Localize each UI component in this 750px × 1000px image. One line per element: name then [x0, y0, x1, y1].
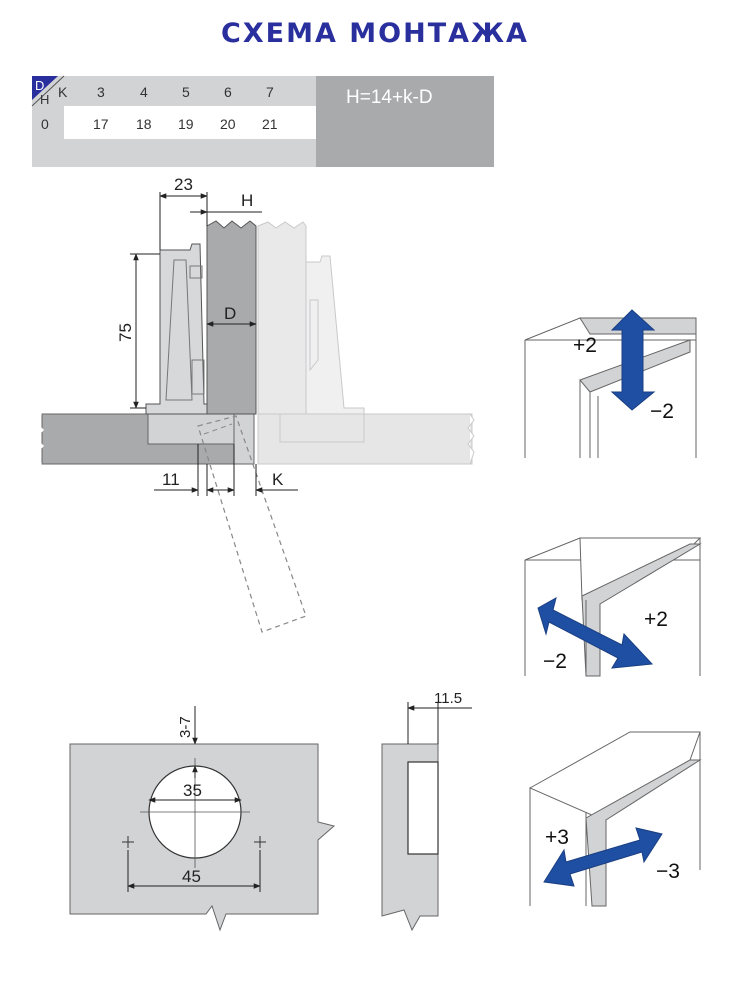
h-value: 21: [262, 116, 278, 132]
d-value: 0: [41, 116, 49, 132]
cabinet-panel-ghost: [257, 413, 473, 465]
dim-23-label: 23: [174, 175, 193, 194]
formula-cell: [316, 76, 494, 167]
h-value: 18: [136, 116, 152, 132]
screw-mark: [254, 836, 266, 848]
adjacent-door-ghost: [257, 221, 307, 415]
adjustment-vertical: +2 −2: [524, 309, 697, 458]
adjustment-plus: +2: [644, 608, 668, 631]
dim-11-5-label: 11.5: [434, 690, 462, 707]
arrow-depth-icon: [537, 597, 654, 669]
h-value: 19: [178, 116, 194, 132]
h-value: 20: [220, 116, 236, 132]
adjustment-depth: +2 −2: [524, 537, 702, 677]
formula-text: H=14+k-D: [346, 87, 433, 108]
hinge-arm: [145, 243, 208, 415]
k-value: 6: [224, 84, 232, 100]
table-value-row: [64, 106, 316, 139]
adjustment-minus: −2: [543, 650, 567, 673]
corner-k-label: K: [58, 84, 68, 100]
dim-d-label: D: [224, 304, 236, 323]
adjustment-minus: −3: [656, 860, 680, 883]
cup-depth-pocket: [407, 761, 439, 855]
dim-75-label: 75: [116, 323, 135, 342]
dim-11-label: 11: [162, 470, 180, 489]
k-value: 7: [266, 84, 274, 100]
hinge-table: D K H 3 4 5 6 7 0 17 18 19 20 21 H=14+k-…: [31, 75, 494, 167]
cup-drilling-drawing: 35 45 3-7 11.5: [69, 690, 472, 932]
page-title: СХЕМА МОНТАЖА: [221, 18, 529, 49]
h-value: 17: [93, 116, 109, 132]
corner-d-label: D: [35, 78, 44, 93]
dim-k-label: K: [272, 470, 284, 489]
door-open-outline: [197, 415, 307, 633]
adjustment-side: +3 −3: [528, 731, 702, 907]
k-value: 4: [140, 84, 148, 100]
adjustment-minus: −2: [650, 400, 674, 423]
adjustment-plus: +3: [545, 826, 569, 849]
k-value: 5: [182, 84, 190, 100]
dim-3-7-label: 3-7: [177, 716, 194, 738]
table-corner-d-badge: [32, 76, 58, 100]
dim-h-label: H: [241, 191, 253, 210]
arrow-side-icon: [543, 827, 663, 887]
dim-45-label: 45: [182, 867, 201, 886]
hinge-section-drawing: 23 H 75 D 11 K: [30, 175, 475, 633]
adjustment-plus: +2: [573, 334, 597, 357]
screw-mark: [122, 836, 134, 848]
arrow-vertical-icon: [610, 309, 656, 411]
hinge-cup-section: [147, 413, 235, 445]
dim-35-label: 35: [183, 781, 202, 800]
corner-h-label: H: [40, 92, 49, 107]
k-value: 3: [97, 84, 105, 100]
door-panel: [206, 220, 257, 415]
